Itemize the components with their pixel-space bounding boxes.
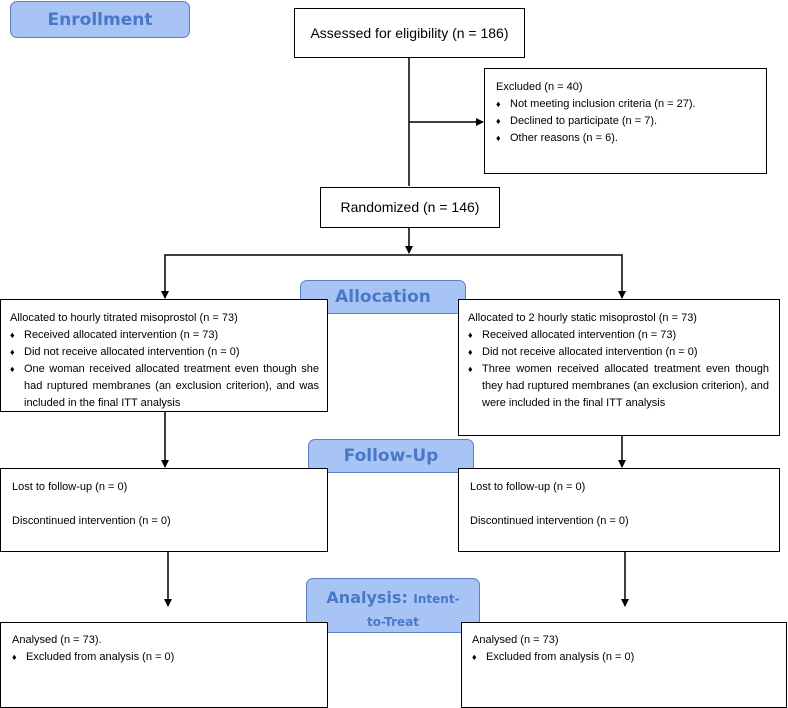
left-allocation-item: ♦Received allocated intervention (n = 73… — [10, 327, 319, 344]
right-allocation-item: ♦Did not receive allocated intervention … — [468, 344, 769, 361]
bullet-icon: ♦ — [468, 364, 473, 374]
left-discontinued: Discontinued intervention (n = 0) — [12, 515, 171, 527]
excluded-box: Excluded (n = 40) ♦Not meeting inclusion… — [484, 68, 767, 174]
left-analysis-box: Analysed (n = 73). ♦Excluded from analys… — [0, 622, 328, 708]
bullet-icon: ♦ — [472, 652, 477, 662]
spacer — [470, 496, 769, 513]
analysis-label: Analysis: — [326, 588, 408, 607]
enrollment-stage-label: Enrollment — [10, 1, 190, 38]
randomized-text: Randomized (n = 146) — [340, 199, 480, 215]
left-followup-box: Lost to follow-up (n = 0) Discontinued i… — [0, 468, 328, 552]
right-lost-followup: Lost to follow-up (n = 0) — [470, 481, 586, 493]
followup-label: Follow-Up — [343, 446, 439, 466]
right-analysis-box: Analysed (n = 73) ♦Excluded from analysi… — [461, 622, 787, 708]
excluded-item: ♦Not meeting inclusion criteria (n = 27)… — [496, 96, 756, 113]
right-allocation-list: ♦Received allocated intervention (n = 73… — [468, 327, 769, 412]
bullet-icon: ♦ — [10, 364, 15, 374]
left-analysed: Analysed (n = 73). — [12, 634, 102, 646]
right-allocation-box: Allocated to 2 hourly static misoprostol… — [458, 299, 780, 436]
left-allocation-title: Allocated to hourly titrated misoprostol… — [10, 312, 238, 324]
bullet-icon: ♦ — [496, 99, 501, 109]
allocation-label: Allocation — [335, 287, 431, 307]
bullet-icon: ♦ — [468, 347, 473, 357]
assessed-text: Assessed for eligibility (n = 186) — [310, 24, 509, 41]
excluded-item: ♦Declined to participate (n = 7). — [496, 113, 756, 130]
bullet-icon: ♦ — [12, 652, 17, 662]
bullet-icon: ♦ — [496, 133, 501, 143]
analysis-sublabel: Intent-to-Treat — [367, 592, 460, 629]
excluded-list: ♦Not meeting inclusion criteria (n = 27)… — [496, 96, 756, 147]
spacer — [12, 496, 317, 513]
right-analysis-item: ♦Excluded from analysis (n = 0) — [472, 649, 776, 666]
left-allocation-box: Allocated to hourly titrated misoprostol… — [0, 299, 328, 412]
connector-split-left — [161, 254, 409, 299]
excluded-item: ♦Other reasons (n = 6). — [496, 130, 756, 147]
bullet-icon: ♦ — [496, 116, 501, 126]
enrollment-label: Enrollment — [47, 9, 153, 30]
connector-split-right — [409, 254, 626, 299]
bullet-icon: ♦ — [10, 347, 15, 357]
right-allocation-item: ♦Three women received allocated treatmen… — [468, 363, 769, 409]
left-analysis-item: ♦Excluded from analysis (n = 0) — [12, 649, 317, 666]
excluded-title: Excluded (n = 40) — [496, 81, 583, 93]
left-allocation-item: ♦Did not receive allocated intervention … — [10, 344, 319, 361]
randomized-box: Randomized (n = 146) — [320, 187, 500, 228]
right-allocation-item: ♦Received allocated intervention (n = 73… — [468, 327, 769, 344]
followup-stage-label: Follow-Up — [308, 439, 474, 473]
right-analysed: Analysed (n = 73) — [472, 634, 559, 646]
right-followup-box: Lost to follow-up (n = 0) Discontinued i… — [458, 468, 780, 552]
right-allocation-title: Allocated to 2 hourly static misoprostol… — [468, 312, 697, 324]
analysis-stage-label: Analysis: Intent-to-Treat — [306, 578, 480, 633]
right-discontinued: Discontinued intervention (n = 0) — [470, 515, 629, 527]
bullet-icon: ♦ — [468, 330, 473, 340]
right-analysis-list: ♦Excluded from analysis (n = 0) — [472, 649, 776, 666]
left-analysis-list: ♦Excluded from analysis (n = 0) — [12, 649, 317, 666]
assessed-box: Assessed for eligibility (n = 186) — [294, 8, 525, 58]
left-lost-followup: Lost to follow-up (n = 0) — [12, 481, 128, 493]
left-allocation-item: ♦One woman received allocated treatment … — [10, 363, 319, 409]
bullet-icon: ♦ — [10, 330, 15, 340]
left-allocation-list: ♦Received allocated intervention (n = 73… — [10, 327, 319, 412]
